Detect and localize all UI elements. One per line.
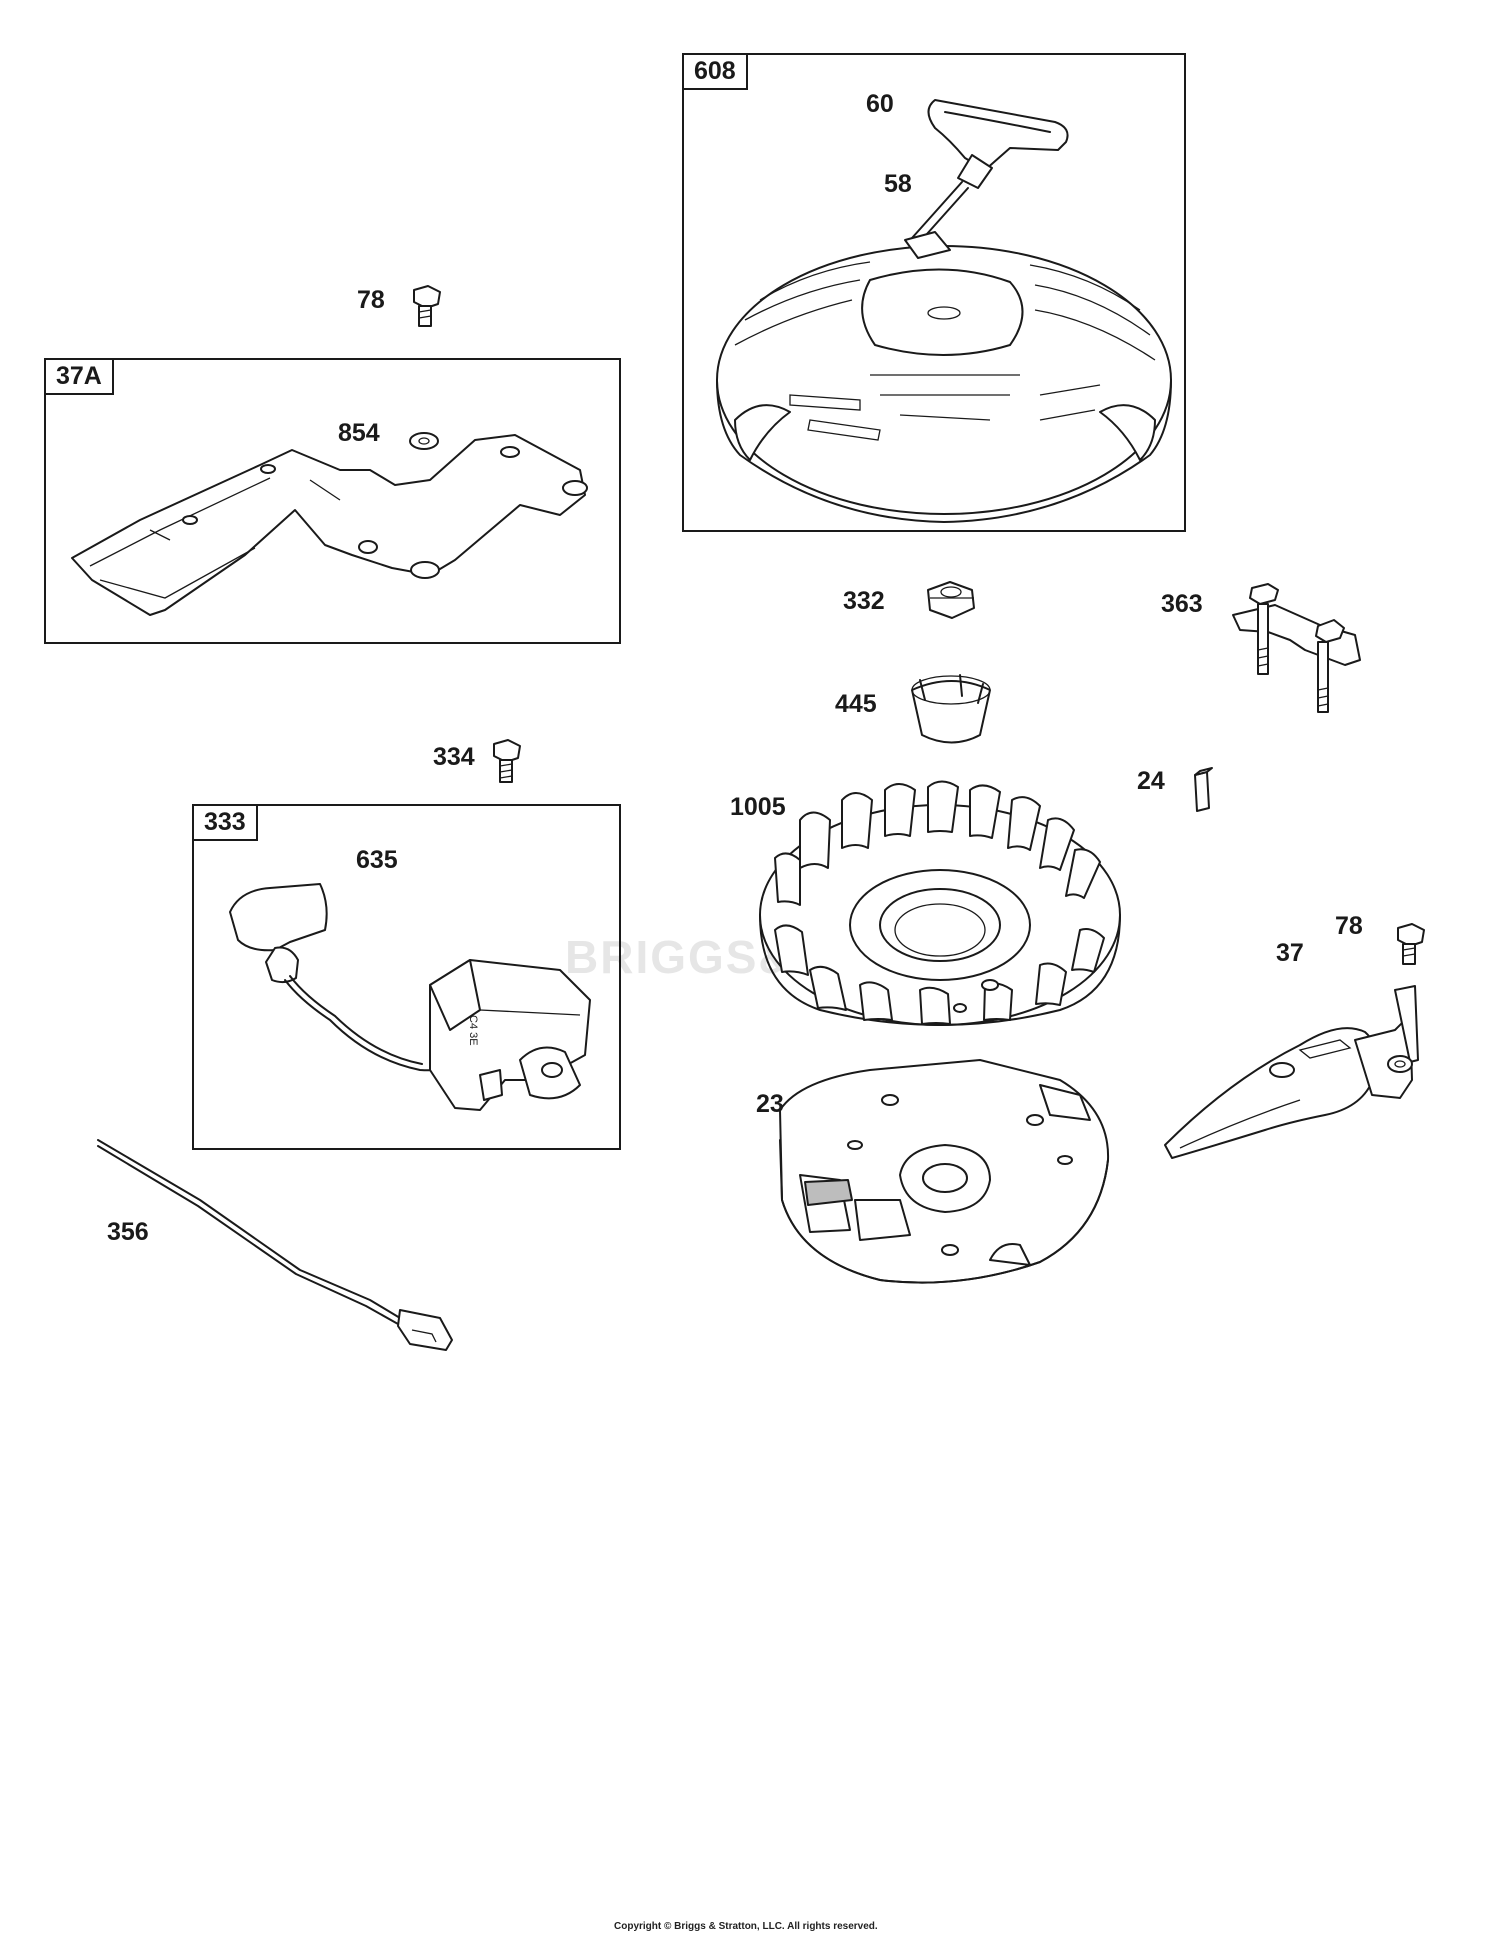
label-60: 60: [866, 90, 894, 118]
label-363: 363: [1161, 590, 1203, 618]
group-tag-37a: 37A: [44, 358, 114, 395]
flywheel-key-24: [1194, 767, 1213, 812]
ground-wire-356: [97, 1139, 453, 1351]
label-356: 356: [107, 1218, 149, 1246]
group-box-608: [682, 53, 1186, 532]
stop-switch-bracket-363: [1232, 583, 1361, 713]
washer-854: [409, 432, 439, 450]
label-78-right: 78: [1335, 912, 1363, 940]
group-box-37a: [44, 358, 621, 644]
bolt-78-top: [413, 285, 441, 327]
label-854: 854: [338, 419, 380, 447]
air-vane-37: [1164, 985, 1419, 1159]
label-332: 332: [843, 587, 885, 615]
starter-rope-58: [911, 181, 969, 245]
flywheel-1005: [759, 780, 1121, 1026]
nut-332: [927, 581, 975, 619]
group-tag-608: 608: [682, 53, 748, 90]
bolt-78-right: [1397, 923, 1425, 965]
stator-plate-23: [779, 1059, 1110, 1284]
svg-text:C4 3E: C4 3E: [467, 1015, 479, 1046]
ignition-coil-333: C4 3E: [229, 883, 591, 1111]
label-37: 37: [1276, 939, 1304, 967]
label-635: 635: [356, 846, 398, 874]
group-box-333: [192, 804, 621, 1150]
group-tag-333: 333: [192, 804, 258, 841]
label-334: 334: [433, 743, 475, 771]
label-23: 23: [756, 1090, 784, 1118]
copyright-notice: Copyright © Briggs & Stratton, LLC. All …: [614, 1921, 878, 1932]
bracket-37a: [71, 434, 588, 616]
bolt-334: [493, 739, 521, 783]
label-1005: 1005: [730, 793, 786, 821]
rewind-starter-cover: [716, 231, 1172, 523]
starter-handle-60: [927, 99, 1069, 189]
label-78-top: 78: [357, 286, 385, 314]
starter-cup-445: [911, 674, 991, 744]
label-445: 445: [835, 690, 877, 718]
label-24: 24: [1137, 767, 1165, 795]
label-58: 58: [884, 170, 912, 198]
